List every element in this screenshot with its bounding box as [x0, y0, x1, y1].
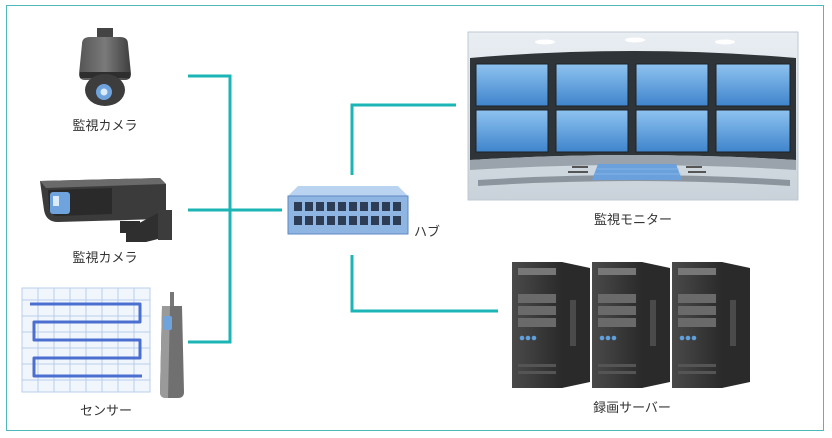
monitor-screen [715, 109, 791, 153]
server-tower [592, 262, 670, 388]
server-tower-icon [512, 262, 750, 388]
connector-lines [188, 74, 498, 344]
monitor-screen [555, 63, 629, 107]
label-hub: ハブ [414, 225, 441, 240]
label-camera-dome: 監視カメラ [72, 119, 138, 134]
box-camera-icon [40, 178, 172, 242]
label-camera-box: 監視カメラ [72, 251, 138, 266]
server-tower [512, 262, 590, 388]
hub-port [393, 202, 401, 211]
monitor-screen [635, 109, 709, 153]
monitor-screen [475, 109, 549, 153]
sensor-icon [21, 287, 184, 398]
hub-port [327, 216, 335, 225]
hub-port [294, 216, 302, 225]
hub-port [371, 216, 379, 225]
label-sensor: センサー [79, 404, 133, 419]
console-keyboard [592, 164, 682, 180]
label-servers: 録画サーバー [593, 401, 671, 416]
hub-port [305, 202, 313, 211]
label-monitor-wall: 監視モニター [593, 213, 673, 228]
sensor-beam [30, 302, 142, 378]
hub-port [349, 202, 357, 211]
diagram-frame [6, 5, 824, 431]
monitor-screen [555, 109, 629, 153]
hub-port [382, 202, 390, 211]
network-hub-icon [287, 186, 409, 235]
monitor-wall-icon [467, 31, 799, 201]
monitor-screen [715, 63, 791, 107]
hub-port [305, 216, 313, 225]
hub-port [349, 216, 357, 225]
hub-port [360, 216, 368, 225]
monitor-screens [475, 63, 791, 153]
hub-port [338, 202, 346, 211]
hub-port [316, 202, 324, 211]
hub-port [316, 216, 324, 225]
dome-camera-icon [79, 28, 131, 106]
hub-port [393, 216, 401, 225]
hub-port [360, 202, 368, 211]
hub-port [294, 202, 302, 211]
hub-ports [294, 202, 401, 225]
hub-port [338, 216, 346, 225]
connector-hub-to-server [350, 255, 498, 313]
monitor-screen [475, 63, 549, 107]
hub-port [371, 202, 379, 211]
hub-port [327, 202, 335, 211]
connector-hub-to-monitor [350, 103, 456, 175]
monitor-screen [635, 63, 709, 107]
server-tower [672, 262, 750, 388]
hub-port [382, 216, 390, 225]
